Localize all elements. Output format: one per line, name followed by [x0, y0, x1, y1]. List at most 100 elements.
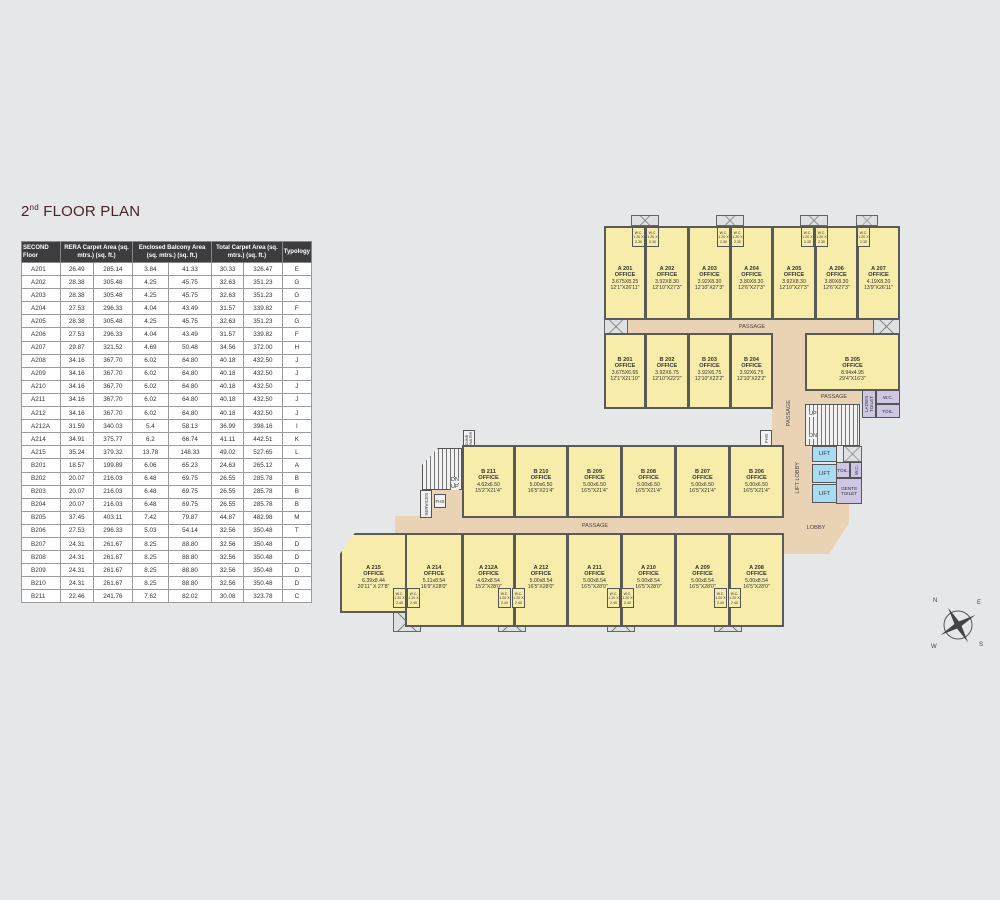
room-metric: 5.00x8.54: [529, 577, 553, 584]
wc-box: W.C.1.20 X 2.30: [632, 227, 645, 247]
wc-label: W.C.: [817, 231, 826, 235]
compass-n: N: [933, 598, 938, 604]
room-imperial: 29'4"X16'3": [839, 376, 866, 383]
compass-s: S: [979, 642, 984, 648]
room-name: OFFICE: [692, 571, 713, 578]
room-name: OFFICE: [692, 475, 713, 482]
room-name: OFFICE: [826, 272, 847, 279]
room-id: A 214: [426, 565, 442, 571]
lobby: LOBBY: [783, 502, 849, 554]
room-imperial: 16'9"X28'0": [420, 584, 448, 591]
wc-size: 1.20 X 2.40: [715, 596, 726, 605]
table-cell: 305.48: [92, 288, 134, 303]
passage-top: PASSAGE: [604, 318, 900, 335]
room-metric: 5.00x8.54: [583, 577, 606, 584]
room-id: B 207: [695, 469, 710, 475]
room-metric: 3.92X6.75: [697, 369, 722, 376]
room-name: OFFICE: [699, 363, 720, 370]
room-name: OFFICE: [423, 571, 445, 578]
table-cell: C: [281, 589, 313, 604]
col-floor: SECOND Floor: [21, 241, 61, 263]
room-metric: 3.80X8.30: [739, 278, 764, 285]
wc-size: 1.20 X 2.40: [729, 596, 740, 605]
services: SERVICES: [420, 490, 432, 518]
room-metric: 3.80X8.30: [824, 278, 849, 285]
room-id: B 205: [845, 357, 860, 363]
shaft: [856, 215, 878, 226]
table-cell: 403.11: [92, 510, 134, 525]
room-name: OFFICE: [746, 571, 767, 578]
room-imperial: 12'1"X26'11": [610, 285, 640, 292]
compass-w: W: [931, 644, 937, 650]
wc-box: W.C.1.20 X 2.40: [621, 588, 634, 608]
col-balcony: Enclosed Balcony Area (sq. mtrs.) (sq. f…: [132, 241, 213, 263]
room-id: B 202: [659, 357, 675, 363]
room-name: OFFICE: [741, 363, 762, 370]
room-name: OFFICE: [478, 571, 499, 578]
room-id: B 211: [481, 469, 496, 475]
room-imperial: 12'6"X27'3": [823, 285, 850, 292]
room-imperial: 16'5"X21'4": [689, 488, 716, 495]
room-name: OFFICE: [656, 272, 678, 279]
wc-label: W.C.: [514, 592, 523, 596]
room-metric: 5.00x6.50: [583, 481, 606, 488]
fhs: FHS: [434, 494, 446, 508]
room-name: OFFICE: [530, 475, 552, 482]
room-metric: 5.00x6.50: [745, 481, 768, 488]
room-id: A 207: [871, 266, 886, 272]
room-name: OFFICE: [656, 363, 678, 370]
shaft: [843, 446, 862, 462]
room-imperial: 12'10"X27'3": [652, 285, 682, 292]
col-typology: Typology: [281, 241, 313, 263]
room-imperial: 15'2"X21'4": [475, 488, 502, 495]
table-cell: 30.08: [211, 589, 245, 604]
room-metric: 3.92X8.30: [655, 278, 679, 285]
room-name: OFFICE: [614, 272, 636, 279]
compass-e: E: [977, 600, 982, 606]
room-name: OFFICE: [699, 272, 720, 279]
room-metric: 3.92X8.30: [782, 278, 806, 285]
wc-size: 1.20 X 2.40: [622, 596, 633, 605]
wc-size: 1.20 X 2.40: [608, 596, 619, 605]
compass: N E S W: [931, 598, 984, 650]
table-cell: 367.70: [92, 392, 134, 408]
gents-toilet: GENTS TOILET: [836, 478, 862, 504]
wc-label: W.C.: [395, 592, 404, 596]
room-name: OFFICE: [783, 272, 805, 279]
wc-label: W.C.: [409, 592, 418, 596]
table-cell: 216.03: [92, 497, 134, 512]
table-cell: 64.80: [167, 406, 213, 421]
lift-2: LIFT: [812, 464, 837, 483]
room-imperial: 12'10"X22'2": [694, 376, 725, 383]
wc-box: W.C.1.20 X 2.40: [512, 588, 525, 608]
table-cell: B211: [21, 589, 61, 604]
room-metric: 5.00x8.54: [745, 577, 768, 584]
room-id: A 202: [659, 266, 675, 272]
room-id: A 212: [533, 565, 549, 571]
room-metric: 5.00x8.54: [637, 577, 660, 584]
staircase-west: DN UP: [422, 448, 462, 490]
page-title: 2nd FLOOR PLAN: [21, 203, 141, 220]
room-imperial: 12'10"X27'3": [694, 285, 725, 292]
wc-box: W.C.1.20 X 2.30: [857, 227, 870, 247]
compass-rose-icon: [940, 607, 976, 643]
wc-size: 1.20 X 2.30: [718, 235, 729, 244]
room-id: A 208: [749, 565, 764, 571]
room-id: B 210: [533, 469, 549, 475]
room-metric: 6.39x8.44: [362, 577, 385, 584]
